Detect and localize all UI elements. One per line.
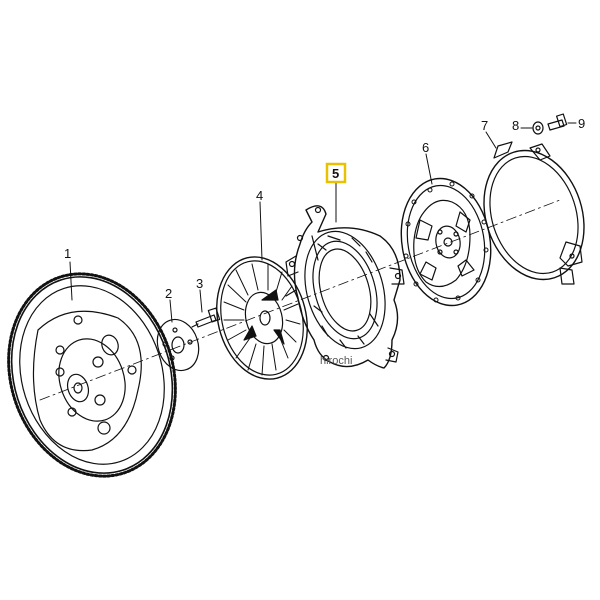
callout-4[interactable]: 4	[256, 188, 263, 203]
callout-5-highlight	[325, 162, 347, 184]
pressure-plate	[285, 205, 405, 369]
callout-6[interactable]: 6	[422, 140, 429, 155]
leader-lines	[69, 122, 577, 323]
callout-5[interactable]: 5	[332, 166, 339, 181]
callout-3[interactable]: 3	[196, 276, 203, 291]
cover-ring	[483, 141, 585, 285]
callout-1[interactable]: 1	[64, 246, 71, 261]
flange-plate	[156, 318, 200, 372]
center-axis	[39, 199, 561, 401]
flywheel	[7, 272, 177, 478]
intermediate-plate	[400, 177, 492, 307]
small-bolt	[547, 113, 568, 131]
callout-8[interactable]: 8	[512, 118, 519, 133]
callout-9[interactable]: 9	[578, 116, 585, 131]
callout-7[interactable]: 7	[481, 118, 488, 133]
callout-2[interactable]: 2	[165, 286, 172, 301]
watermark-text: hirochi	[320, 355, 352, 367]
nut-washer	[532, 121, 544, 135]
bolt	[191, 307, 221, 328]
